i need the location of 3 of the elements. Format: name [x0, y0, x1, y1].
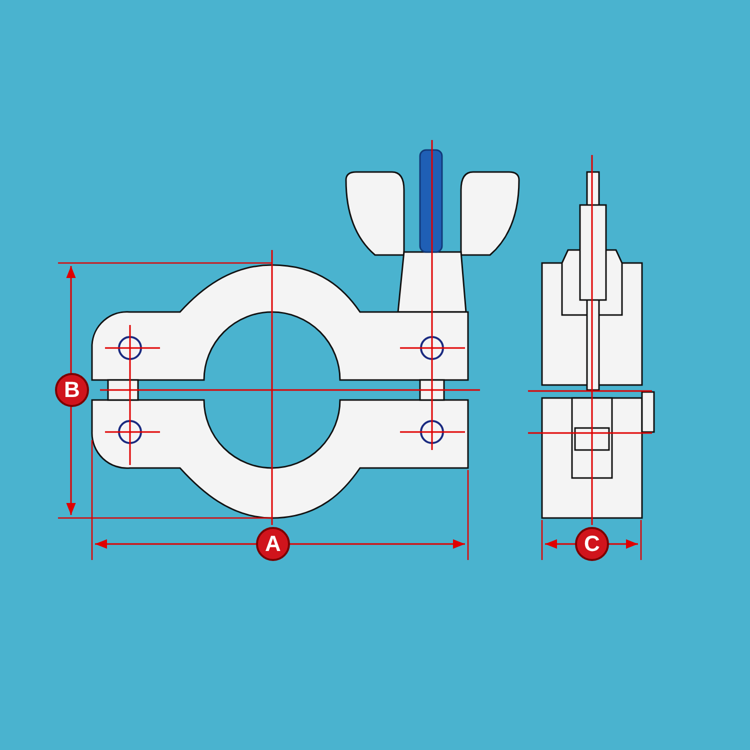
dimension-label: B — [55, 373, 89, 407]
dimension-label: A — [256, 527, 290, 561]
dimension-label: C — [575, 527, 609, 561]
